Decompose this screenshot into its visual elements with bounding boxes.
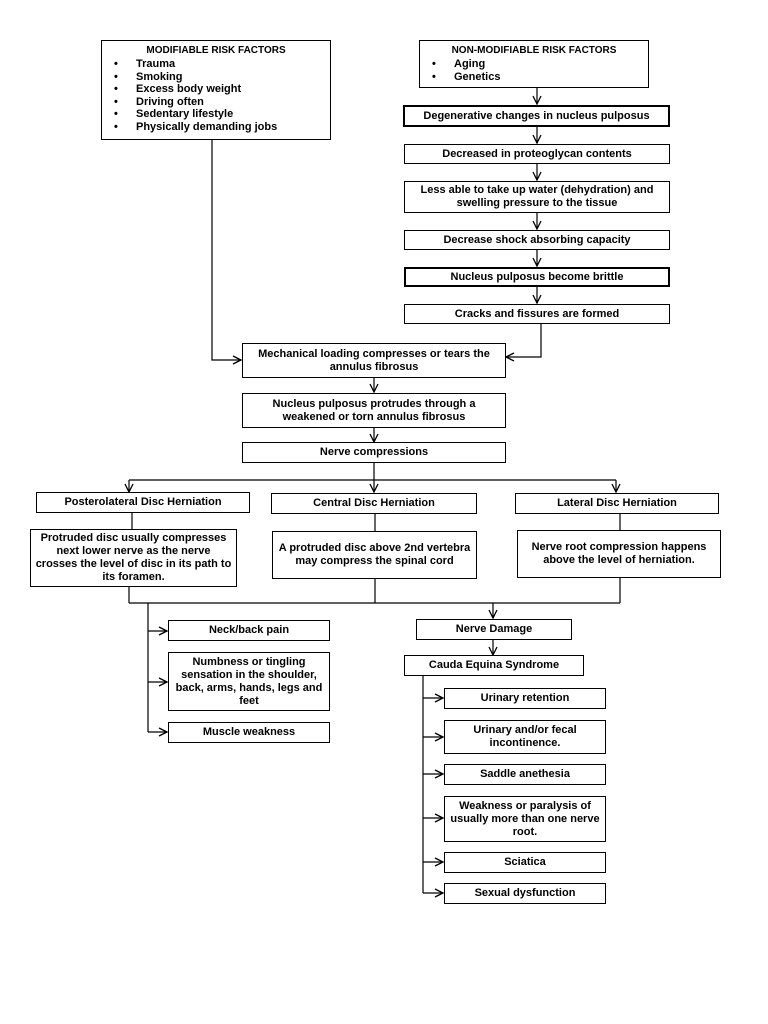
chain-shock-absorbing: Decrease shock absorbing capacity xyxy=(404,230,670,250)
list-item: Trauma xyxy=(114,58,324,71)
cauda-equina-box: Cauda Equina Syndrome xyxy=(404,655,584,676)
nerve-compressions-box: Nerve compressions xyxy=(242,442,506,463)
list-item: Aging xyxy=(432,58,642,71)
mechanical-loading-box: Mechanical loading compresses or tears t… xyxy=(242,343,506,378)
non-modifiable-heading: NON-MODIFIABLE RISK FACTORS xyxy=(451,45,617,56)
central-herniation-title: Central Disc Herniation xyxy=(271,493,477,514)
cauda-saddle-anethesia: Saddle anethesia xyxy=(444,764,606,785)
list-item: Excess body weight xyxy=(114,83,324,96)
modifiable-heading: MODIFIABLE RISK FACTORS xyxy=(146,45,286,56)
non-modifiable-risk-factors-box: NON-MODIFIABLE RISK FACTORS Aging Geneti… xyxy=(419,40,649,88)
lateral-herniation-desc: Nerve root compression happens above the… xyxy=(517,530,721,578)
list-item: Sedentary lifestyle xyxy=(114,108,324,121)
cauda-weakness-paralysis: Weakness or paralysis of usually more th… xyxy=(444,796,606,842)
posterolateral-herniation-desc: Protruded disc usually compresses next l… xyxy=(30,529,237,587)
list-item: Driving often xyxy=(114,96,324,109)
symptom-numbness-tingling: Numbness or tingling sensation in the sh… xyxy=(168,652,330,711)
chain-brittle: Nucleus pulposus become brittle xyxy=(404,267,670,287)
central-herniation-desc: A protruded disc above 2nd vertebra may … xyxy=(272,531,477,579)
cauda-urinary-retention: Urinary retention xyxy=(444,688,606,709)
nucleus-protrudes-box: Nucleus pulposus protrudes through a wea… xyxy=(242,393,506,428)
cauda-sexual-dysfunction: Sexual dysfunction xyxy=(444,883,606,904)
nerve-damage-box: Nerve Damage xyxy=(416,619,572,640)
chain-degenerative-changes: Degenerative changes in nucleus pulposus xyxy=(403,105,670,127)
list-item: Smoking xyxy=(114,71,324,84)
list-item: Physically demanding jobs xyxy=(114,121,324,134)
arrow-cracks-to-mechanical xyxy=(506,324,542,357)
posterolateral-herniation-title: Posterolateral Disc Herniation xyxy=(36,492,250,513)
arrow-modifiable-to-mechanical xyxy=(211,140,241,360)
cauda-incontinence: Urinary and/or fecal incontinence. xyxy=(444,720,606,754)
merge-line xyxy=(128,578,621,604)
modifiable-risk-factors-box: MODIFIABLE RISK FACTORS Trauma Smoking E… xyxy=(101,40,331,140)
symptom-muscle-weakness: Muscle weakness xyxy=(168,722,330,743)
branch-herniation xyxy=(129,463,616,481)
cauda-sciatica: Sciatica xyxy=(444,852,606,873)
list-item: Genetics xyxy=(432,71,642,84)
symptom-neck-back-pain: Neck/back pain xyxy=(168,620,330,641)
chain-cracks-fissures: Cracks and fissures are formed xyxy=(404,304,670,324)
lateral-herniation-title: Lateral Disc Herniation xyxy=(515,493,719,514)
chain-dehydration: Less able to take up water (dehydration)… xyxy=(404,181,670,213)
modifiable-list: Trauma Smoking Excess body weight Drivin… xyxy=(108,58,324,133)
non-modifiable-list: Aging Genetics xyxy=(426,58,642,83)
chain-proteoglycan: Decreased in proteoglycan contents xyxy=(404,144,670,164)
